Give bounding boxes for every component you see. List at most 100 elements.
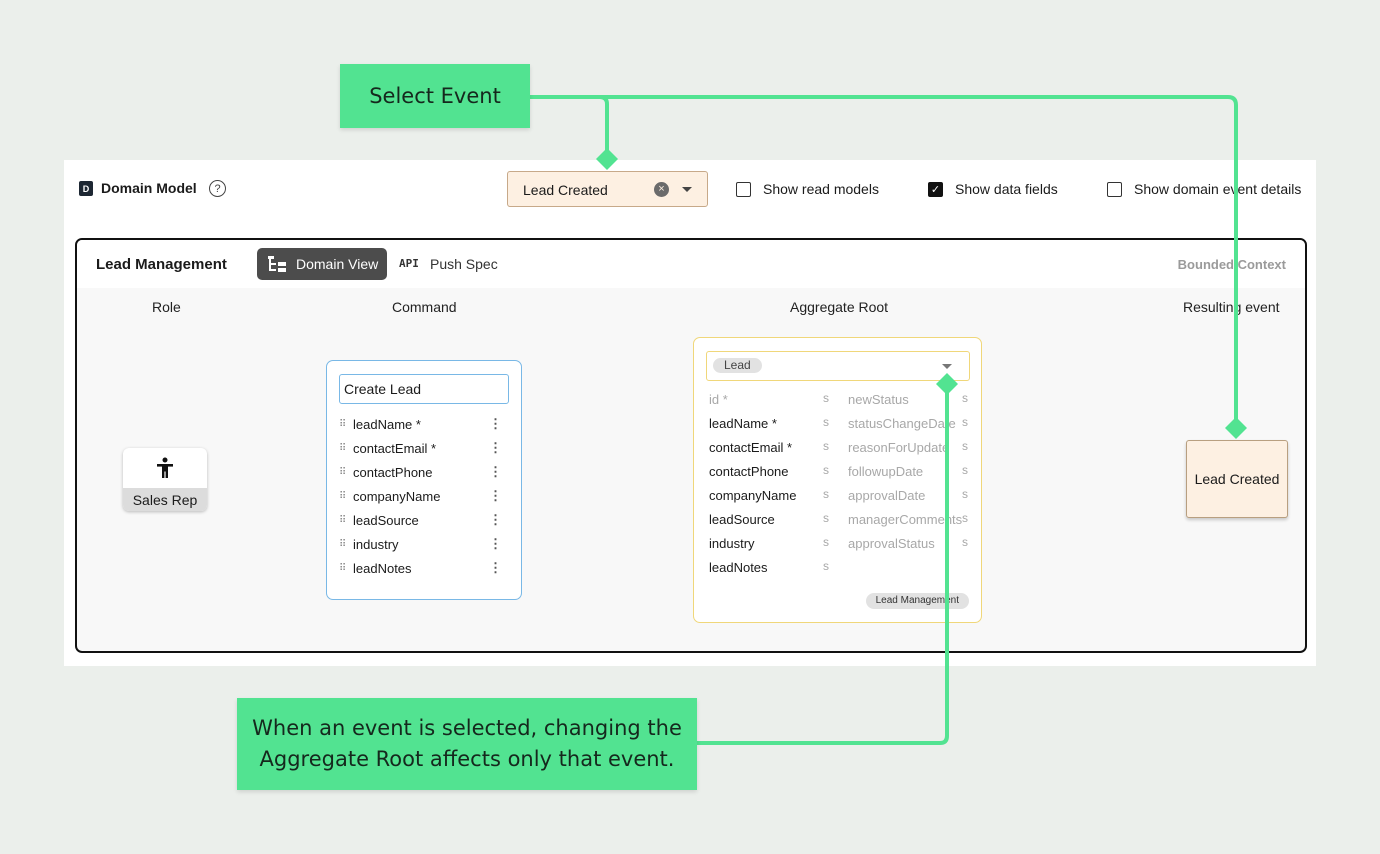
drag-handle-icon[interactable]: ⠿: [339, 514, 346, 526]
aggregate-root-select[interactable]: Lead: [706, 351, 970, 381]
command-field-row[interactable]: ⠿ industry ⋮: [339, 534, 509, 554]
drag-handle-icon[interactable]: ⠿: [339, 466, 346, 478]
select-event-callout-text: Select Event: [369, 84, 501, 108]
checkbox-checked-icon[interactable]: ✓: [928, 181, 943, 197]
command-field-row[interactable]: ⠿ leadSource ⋮: [339, 510, 509, 530]
aggregate-field-type: s: [962, 511, 968, 525]
api-icon[interactable]: API: [399, 257, 419, 270]
more-options-icon[interactable]: ⋮: [489, 512, 502, 527]
role-card[interactable]: Sales Rep: [123, 448, 207, 511]
domain-model-title: Domain Model: [101, 180, 197, 196]
event-select-value: Lead Created: [523, 182, 608, 198]
aggregate-field-type: s: [823, 463, 829, 477]
leader-to-event-select: [530, 95, 609, 152]
help-icon[interactable]: ?: [209, 180, 226, 197]
more-options-icon[interactable]: ⋮: [489, 488, 502, 503]
aggregate-field-type: s: [962, 463, 968, 477]
chevron-down-icon[interactable]: [942, 364, 952, 369]
show-domain-event-details-label: Show domain event details: [1134, 181, 1302, 197]
aggregate-field-name: approvalStatus: [848, 536, 935, 551]
show-data-fields-label: Show data fields: [955, 181, 1058, 197]
drag-handle-icon[interactable]: ⠿: [339, 442, 346, 454]
show-domain-event-details-checkbox[interactable]: Show domain event details: [1107, 180, 1301, 198]
aggregate-field-name: newStatus: [848, 392, 909, 407]
aggregate-field-name: approvalDate: [848, 488, 926, 503]
aggregate-field-name: managerComments: [848, 512, 963, 527]
command-card[interactable]: Create Lead ⠿leadName *⋮⠿contactEmail *⋮…: [326, 360, 522, 600]
command-field-label: companyName: [353, 488, 441, 504]
context-header: Lead Management Domain View API Push Spe…: [77, 240, 1305, 288]
clear-icon[interactable]: ×: [654, 182, 669, 197]
aggregate-field-type: s: [823, 559, 829, 573]
command-field-row[interactable]: ⠿ companyName ⋮: [339, 486, 509, 506]
context-title: Lead Management: [96, 256, 227, 273]
aggregate-field-name: contactPhone: [709, 464, 789, 479]
command-field-label: leadNotes: [353, 560, 412, 576]
column-role: Role: [152, 299, 181, 315]
command-name-input[interactable]: Create Lead: [339, 374, 509, 404]
aggregate-field-type: s: [962, 439, 968, 453]
aggregate-field-type: s: [823, 391, 829, 405]
drag-handle-icon[interactable]: ⠿: [339, 538, 346, 550]
select-event-callout: Select Event: [340, 64, 530, 128]
event-select[interactable]: Lead Created ×: [507, 171, 708, 207]
toolbar: D Domain Model ? Lead Created × Show rea…: [64, 160, 1316, 218]
chevron-down-icon[interactable]: [682, 187, 692, 192]
aggregate-note-line-1: When an event is selected, changing the: [252, 716, 682, 740]
command-field-row[interactable]: ⠿ contactPhone ⋮: [339, 462, 509, 482]
aggregate-field-type: s: [962, 535, 968, 549]
drag-handle-icon[interactable]: ⠿: [339, 418, 346, 430]
show-data-fields-checkbox[interactable]: ✓ Show data fields: [928, 180, 1058, 198]
more-options-icon[interactable]: ⋮: [489, 440, 502, 455]
aggregate-field-name: leadNotes: [709, 560, 768, 575]
command-field-row[interactable]: ⠿leadName *⋮: [339, 414, 509, 434]
column-resulting-event: Resulting event: [1183, 299, 1280, 315]
aggregate-field-name: reasonForUpdate: [848, 440, 950, 455]
push-spec-tab[interactable]: Push Spec: [430, 256, 498, 272]
show-read-models-checkbox[interactable]: Show read models: [736, 180, 879, 198]
more-options-icon[interactable]: ⋮: [489, 464, 502, 479]
command-field-label: leadSource: [353, 512, 419, 528]
command-field-row[interactable]: ⠿ leadNotes ⋮: [339, 558, 509, 578]
aggregate-field-type: s: [823, 487, 829, 501]
tree-icon: [268, 256, 286, 272]
person-icon: [157, 457, 173, 478]
resulting-event-card[interactable]: Lead Created: [1186, 440, 1288, 518]
aggregate-context-tag: Lead Management: [865, 593, 969, 609]
domain-model-badge-icon: D: [79, 181, 93, 196]
aggregate-field-name: followupDate: [848, 464, 924, 479]
aggregate-field-type: s: [962, 391, 968, 405]
more-options-icon[interactable]: ⋮: [489, 416, 502, 431]
bounded-context-label: Bounded Context: [1177, 257, 1286, 272]
bounded-context-frame: Lead Management Domain View API Push Spe…: [75, 238, 1307, 653]
more-options-icon[interactable]: ⋮: [489, 560, 502, 575]
aggregate-field-type: s: [823, 535, 829, 549]
aggregate-field-name: industry: [709, 536, 755, 551]
column-aggregate-root: Aggregate Root: [790, 299, 889, 315]
aggregate-field-name: leadName *: [709, 416, 777, 431]
checkbox-icon[interactable]: [1107, 181, 1122, 197]
aggregate-selected-pill: Lead: [713, 358, 762, 373]
command-field-label: contactPhone: [353, 464, 433, 480]
drag-handle-icon[interactable]: ⠿: [339, 562, 346, 574]
drag-handle-icon[interactable]: ⠿: [339, 490, 346, 502]
checkbox-icon[interactable]: [736, 181, 751, 197]
domain-view-label: Domain View: [296, 256, 379, 272]
aggregate-field-type: s: [823, 439, 829, 453]
more-options-icon[interactable]: ⋮: [489, 536, 502, 551]
resulting-event-label: Lead Created: [1194, 471, 1280, 487]
aggregate-field-name: id *: [709, 392, 728, 407]
command-field-label: industry: [353, 536, 399, 552]
command-field-row[interactable]: ⠿ contactEmail * ⋮: [339, 438, 509, 458]
aggregate-field-type: s: [962, 415, 968, 429]
aggregate-field-name: companyName: [709, 488, 797, 503]
aggregate-note-line-2: Aggregate Root affects only that event.: [259, 747, 675, 771]
aggregate-field-type: s: [823, 511, 829, 525]
aggregate-field-type: s: [962, 487, 968, 501]
show-read-models-label: Show read models: [763, 181, 879, 197]
domain-view-button[interactable]: Domain View: [257, 248, 387, 280]
aggregate-field-name: leadSource: [709, 512, 775, 527]
domain-model-panel: D Domain Model ? Lead Created × Show rea…: [64, 160, 1316, 666]
command-field-label: contactEmail *: [353, 440, 437, 456]
